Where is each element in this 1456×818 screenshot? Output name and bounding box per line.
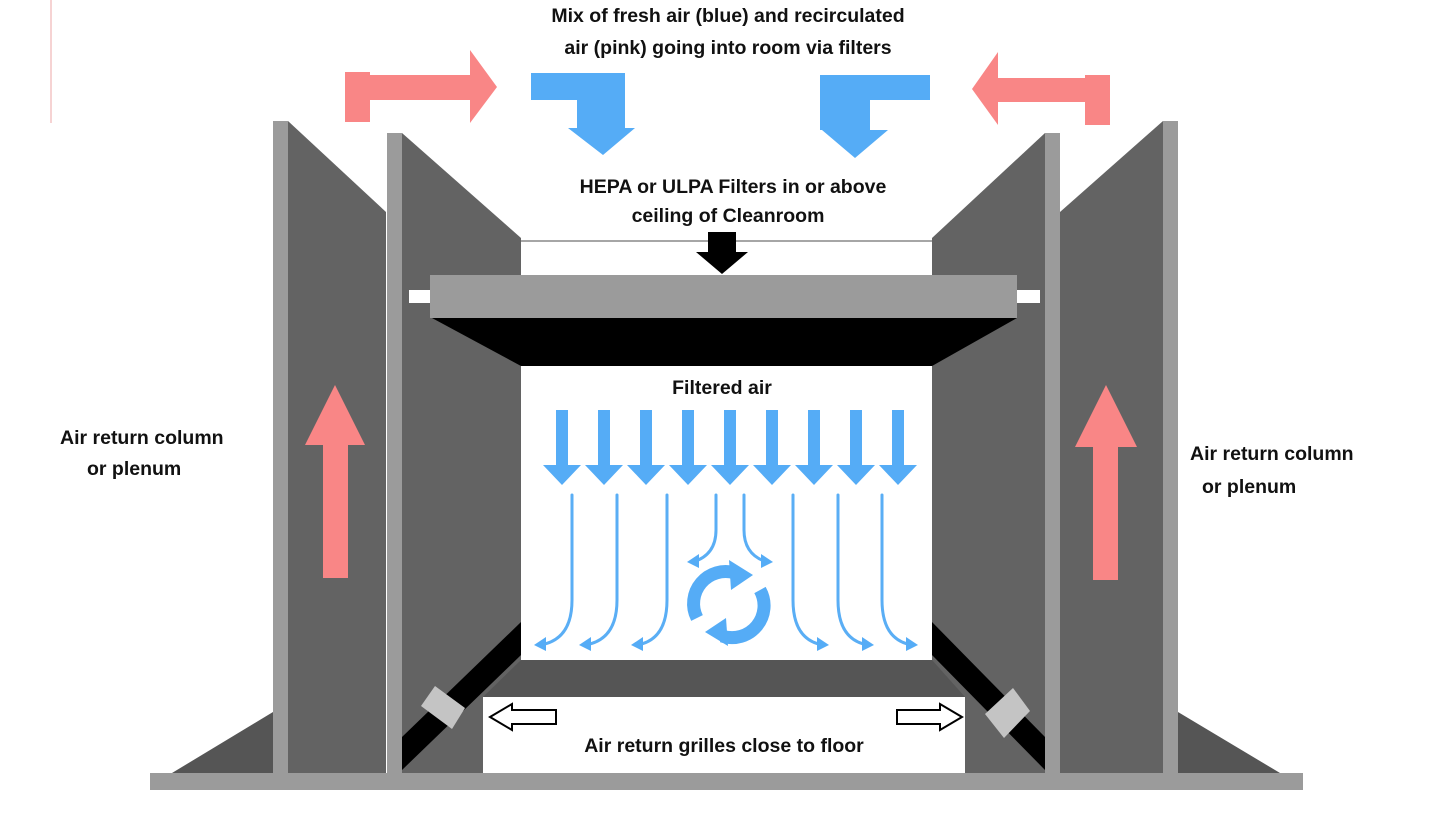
room-floor [483,660,965,697]
fresh-air-arrow-left-icon [531,73,635,155]
filtered-air-down-arrow-icon [795,410,833,485]
right-return-label-line1: Air return column [1190,443,1354,465]
filter-label-line1: HEPA or ULPA Filters in or above [580,176,887,198]
top-label-line2: air (pink) going into room via filters [564,37,891,59]
left-return-duct [402,622,521,770]
streamline-arrowheads [534,554,918,651]
filtered-air-down-arrow-icon [669,410,707,485]
airflow-streamlines [538,493,914,647]
recirculation-arrowhead-top [729,560,753,590]
filtered-air-label: Filtered air [672,377,772,399]
right-inner-wall-panel [932,133,1045,775]
right-return-label-line2: or plenum [1202,476,1296,498]
fresh-air-arrow-right-icon [820,75,930,158]
filter-label-line2: ceiling of Cleanroom [632,205,825,227]
left-inner-column-strip [387,133,402,776]
top-label-line1: Mix of fresh air (blue) and recirculated [551,5,904,27]
return-grille-strip [483,697,965,773]
filtered-air-down-arrow-icon [753,410,791,485]
right-base-wedge [1178,712,1280,773]
grille-arrow-left-icon [488,702,557,732]
left-plenum-up-arrow-icon [305,385,365,578]
turbulence-recirculation-icon [687,565,771,645]
filtered-air-down-arrow-icon [837,410,875,485]
filter-stub-right [1015,290,1040,303]
right-return-duct [932,622,1045,770]
floor-bar [150,773,1303,790]
left-duct-damper [421,686,465,729]
filter-stub-left [409,290,433,303]
filtered-air-down-arrow-icon [627,410,665,485]
left-base-wedge [172,712,273,773]
right-duct-damper [985,688,1030,738]
filter-pointer-arrow-icon [696,232,748,274]
recirculation-arrowhead-bottom [705,618,728,646]
grilles-label: Air return grilles close to floor [584,735,864,757]
filtered-air-down-arrow-icon [711,410,749,485]
hepa-filter-housing [430,275,1017,318]
filtered-air-down-arrow-icon [585,410,623,485]
right-outer-column-strip [1163,121,1178,776]
hepa-filter-media [432,318,1017,366]
right-plenum-up-arrow-icon [1075,385,1137,580]
grille-arrow-right-icon [896,702,964,732]
left-return-label-line2: or plenum [87,458,181,480]
right-inner-column-strip [1045,133,1060,776]
recirculated-air-arrow-left-icon [972,52,1110,125]
left-return-label-line1: Air return column [60,427,224,449]
left-outer-column-strip [273,121,288,776]
recirculated-air-arrow-right-icon [345,50,497,123]
filtered-air-down-arrow-icon [879,410,917,485]
filtered-air-down-arrow-icon [543,410,581,485]
